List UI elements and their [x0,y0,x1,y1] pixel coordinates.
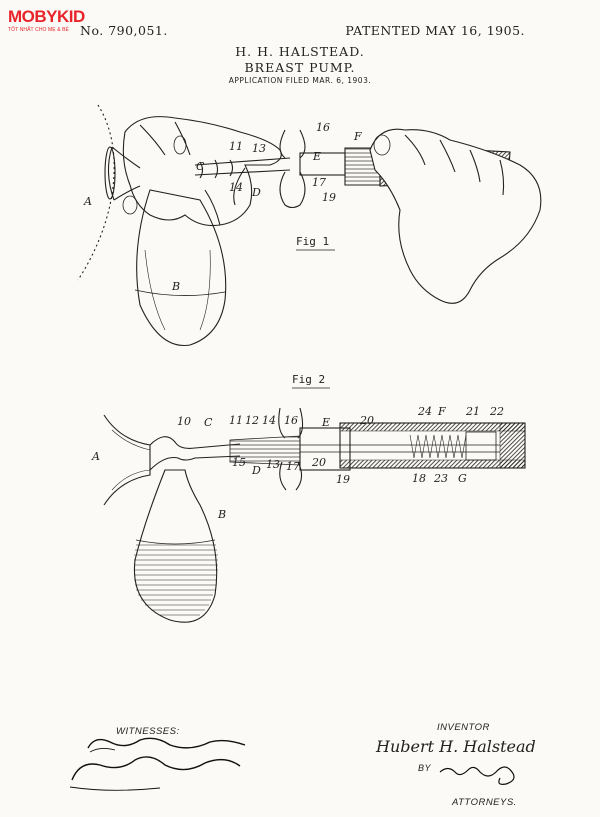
inventor-label: INVENTOR [437,722,490,733]
label-11-fig1: 11 [229,140,243,153]
logo-wordmark: MOBYKID [8,8,88,26]
label-17-fig2: 17 [286,460,300,473]
witnesses-label: WITNESSES: [116,726,180,737]
figure-2 [103,407,526,623]
label-24-fig2: 24 [417,405,432,418]
label-b-fig2: B [217,508,226,521]
label-e-fig2: E [321,416,330,429]
logo-brand-moby: MOBY [8,7,58,26]
label-g-fig2: G [458,472,467,485]
witness-signatures [69,737,246,791]
label-15-fig2: 15 [232,456,246,469]
label-22-fig2: 22 [489,405,504,418]
label-16-fig1: 16 [316,121,330,134]
inventor-signature: Hubert H. Halstead [376,737,536,756]
patented-date: PATENTED MAY 16, 1905. [345,23,525,38]
label-19-fig1: 19 [322,191,336,204]
spring-coil [409,434,467,459]
label-16-fig2: 16 [284,414,298,427]
mobykid-logo: MOBYKID TỐT NHẤT CHO MẸ & BÉ [8,8,88,46]
label-18-fig2: 18 [412,472,426,485]
bulb-fluid-hatch [134,544,218,616]
figure-1 [77,104,542,347]
barrel-e-fig2 [299,427,351,471]
label-c-fig1: C [196,160,205,173]
label-20-bottom-fig2: 20 [311,456,326,469]
label-14-fig1: 14 [229,181,243,194]
figure-2-labels: A B C D E F G 10 11 12 13 14 15 16 17 18… [91,373,504,521]
label-f-fig1: F [353,130,362,143]
logo-brand-kid: KID [57,7,85,26]
label-a-fig1: A [83,195,92,208]
inventor-initials: H. H. HALSTEAD. [235,44,365,59]
by-label: BY [418,763,432,773]
label-a-fig2: A [91,450,100,463]
attorney-signature [439,766,515,785]
label-10-fig2: 10 [177,415,191,428]
label-e-fig1: E [312,150,321,163]
patent-title: BREAST PUMP. [244,60,356,75]
hand-left-fig1 [122,116,282,227]
label-14-fig2: 14 [262,414,276,427]
bulb-fig2 [133,469,218,623]
flange-fig2 [103,414,151,506]
label-21-fig2: 21 [465,405,480,418]
logo-tagline: TỐT NHẤT CHO MẸ & BÉ [8,27,69,33]
label-12-fig2: 12 [245,414,259,427]
fig1-caption: Fig 1 [296,235,329,248]
bulb-fig1 [136,189,227,347]
label-b-fig1: B [171,280,180,293]
label-19-fig2: 19 [336,473,350,486]
finger-ring-bottom [279,171,306,209]
label-23-fig2: 23 [433,472,448,485]
label-13-fig1: 13 [252,142,266,155]
label-13-fig2: 13 [266,458,280,471]
finger-grip-17-fig2 [279,461,303,491]
application-filed: APPLICATION FILED MAR. 6, 1903. [228,76,372,85]
hand-right-fig1 [369,128,542,304]
fig2-caption: Fig 2 [292,373,325,386]
label-d-fig2: D [251,464,261,477]
label-17-fig1: 17 [312,176,326,189]
label-c-fig2: C [204,416,213,429]
label-f-fig2: F [437,405,446,418]
attorneys-label: ATTORNEYS. [452,797,517,808]
figure-1-labels: A B C D E F 11 13 14 16 17 19 Fig 1 [83,121,362,293]
label-d-fig1: D [251,186,261,199]
label-20-top-fig2: 20 [359,414,374,427]
label-11-fig2: 11 [229,414,243,427]
finger-grip-16-fig2 [278,407,304,439]
barrel-e-fig1 [299,152,346,176]
patent-number: No. 790,051. [80,23,168,38]
finger-ring-top [279,129,306,159]
breast-outline [77,104,115,281]
